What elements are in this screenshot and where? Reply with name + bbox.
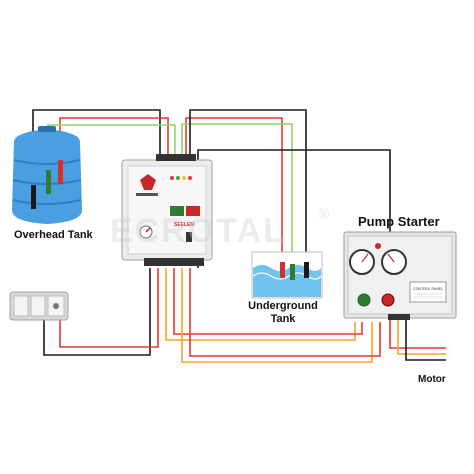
wire-socket-black [43,268,151,356]
wire-socket-red [59,268,159,348]
wire-underground-red [185,117,283,270]
overhead-probe-green [46,170,51,194]
wire-starter-orange1 [165,268,356,341]
overhead-tank [12,126,82,224]
starter-indicator-light [375,243,381,249]
wire-starter-red1 [173,268,363,335]
wire-underground-black [189,109,307,270]
overhead-probe-black [31,185,36,209]
underground-tank-label-line1: Underground [248,300,318,312]
wire-underground-green [181,123,293,268]
controller-unit: SEELEN [121,154,213,266]
watermark: ECROTAL [110,212,286,250]
underground-tank-label: Underground Tank [248,300,318,326]
controller-green-button[interactable] [170,206,184,216]
registered-mark: ® [318,206,330,223]
wall-socket [9,291,69,321]
starter-plate-text: CONTROL PANEL [413,287,443,291]
underground-probe-green [290,264,295,280]
underground-tank [251,251,323,299]
pump-starter-label: Pump Starter [358,214,440,229]
wire-starter-red2 [189,268,381,357]
motor-label: Motor [418,374,446,385]
controller-red-button[interactable] [186,206,200,216]
overhead-tank-label: Overhead Tank [14,229,93,241]
underground-probe-red [280,262,285,278]
underground-tank-label-line2: Tank [270,313,296,325]
starter-stop-button[interactable] [381,293,395,307]
underground-probe-black [304,262,309,278]
wires [32,109,446,363]
pump-starter: CONTROL PANEL [343,231,457,320]
overhead-probe-red [58,160,63,184]
starter-start-button[interactable] [357,293,371,307]
wire-starter-orange2 [181,268,373,363]
wire-motor-red [389,318,446,349]
wire-motor-black [405,318,446,361]
controller-logo [140,174,156,190]
controller-brand: SEELEN [174,222,194,228]
wire-motor-orange [397,318,446,355]
controller-top-terminals [156,154,196,161]
controller-bottom-terminals [144,258,204,266]
